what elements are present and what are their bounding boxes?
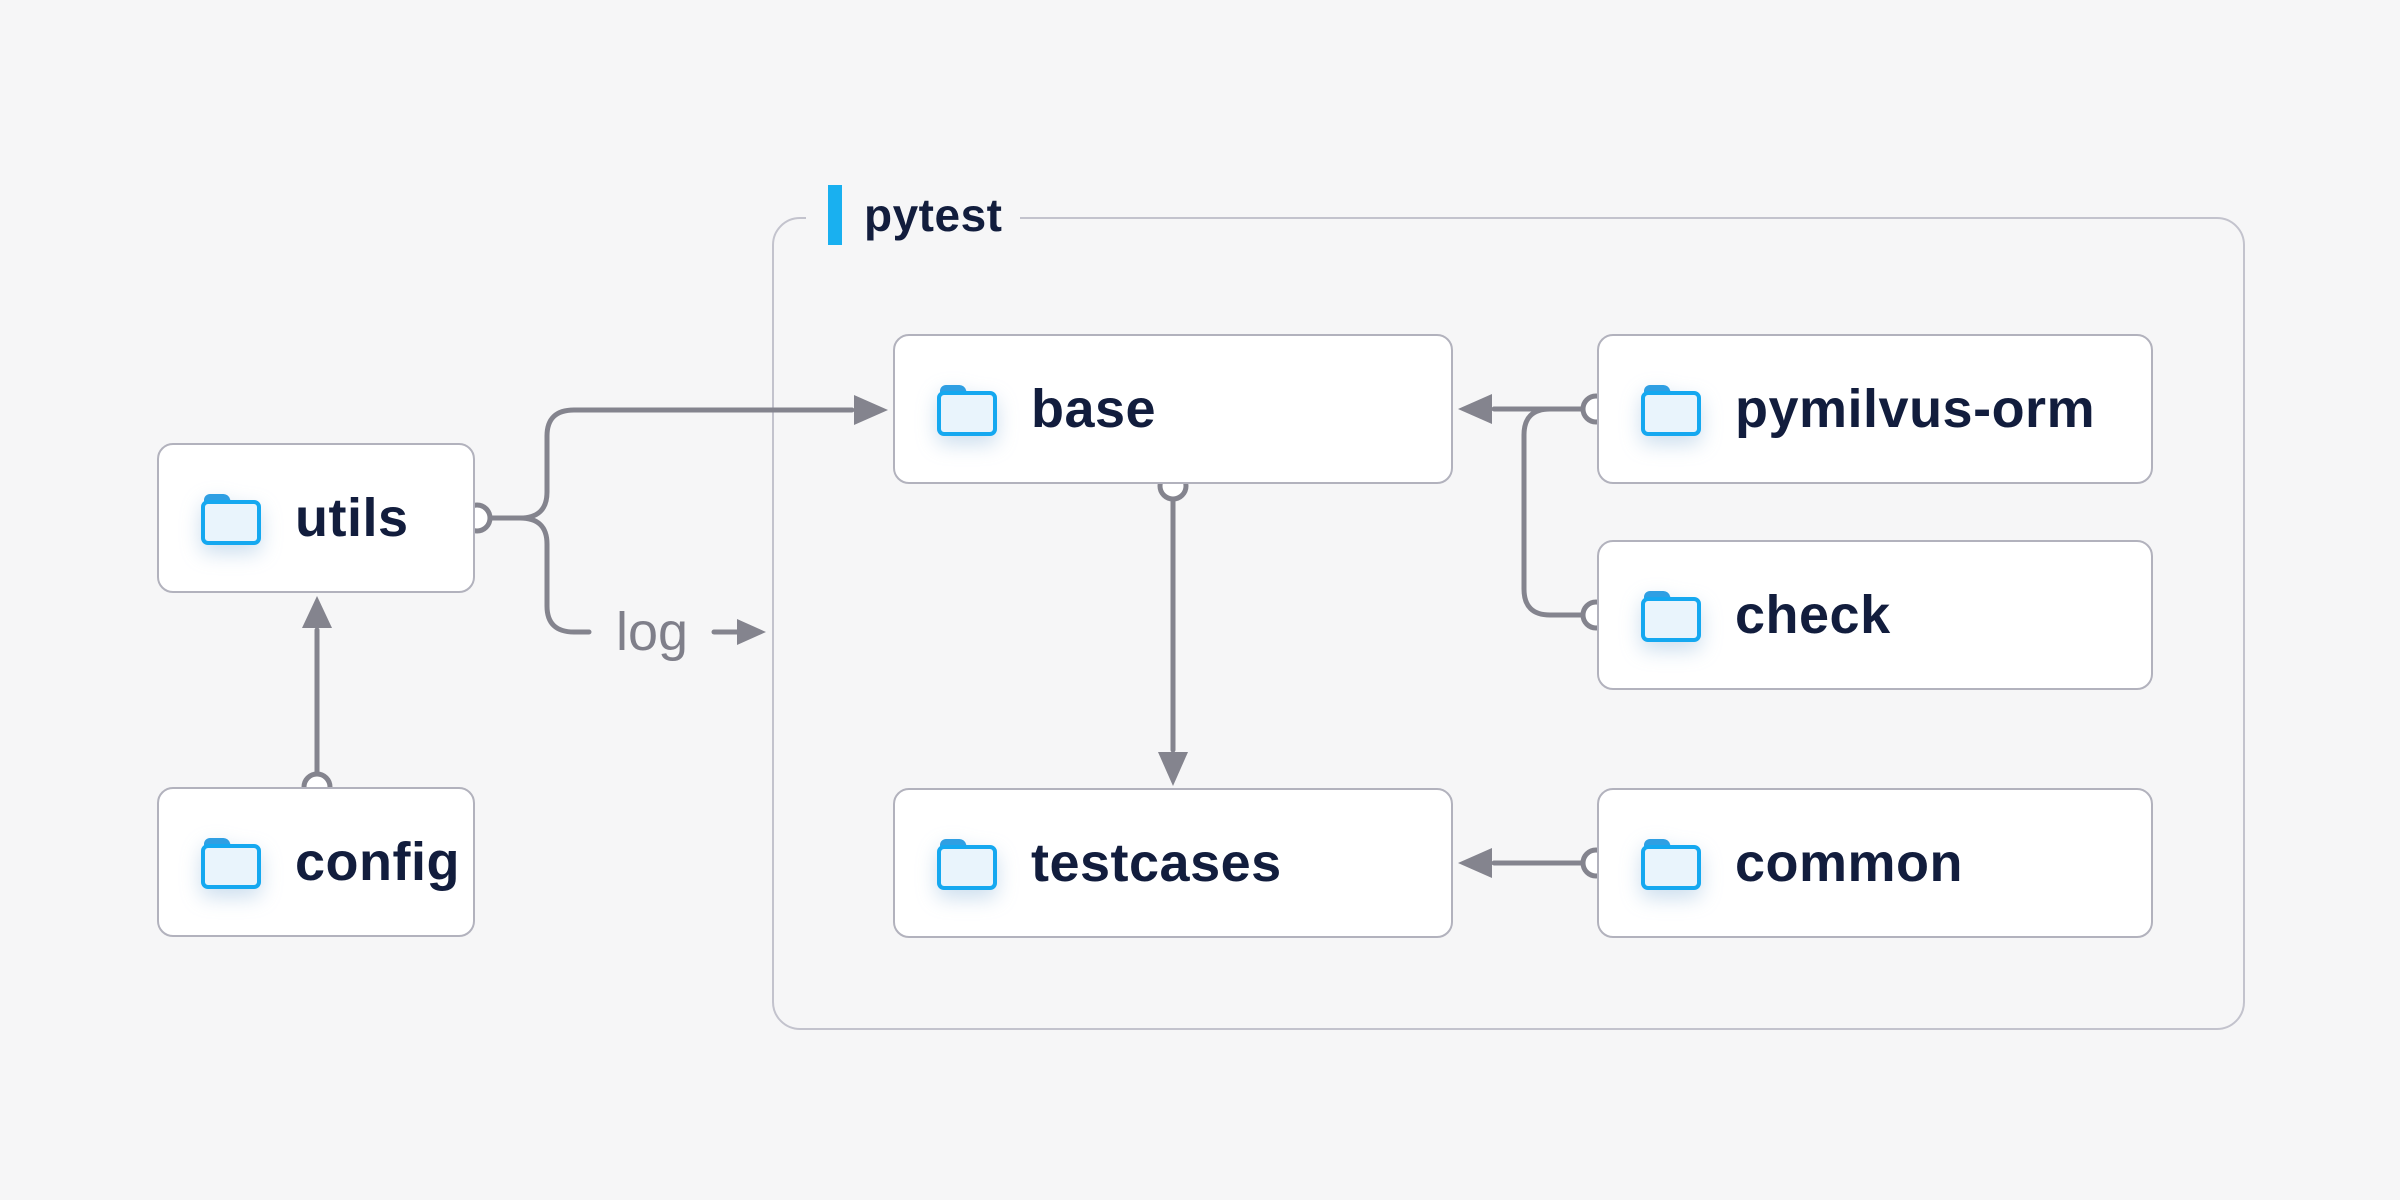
arrow-right-icon [737, 619, 766, 645]
folder-icon [201, 493, 261, 545]
edge-utils-base-line [488, 407, 855, 521]
log-edge-label: log [615, 602, 689, 662]
arrow-left-icon [1458, 848, 1492, 878]
edge-common-testcases [1458, 847, 1612, 879]
node-label: base [1031, 379, 1157, 439]
accent-bar-icon [828, 185, 842, 245]
node-testcases[interactable]: testcases [893, 788, 1453, 938]
arrow-up-icon [302, 596, 332, 628]
folder-icon [937, 384, 997, 436]
pytest-label-text: pytest [864, 189, 1003, 241]
node-label: testcases [1031, 833, 1282, 893]
node-label: utils [295, 488, 409, 548]
node-label: config [295, 832, 460, 892]
edge-utils-base [488, 395, 888, 521]
edge-utils-log-line [488, 515, 592, 635]
arrow-left-icon [1458, 394, 1492, 424]
folder-icon [937, 838, 997, 890]
node-base[interactable]: base [893, 334, 1453, 484]
folder-icon [1641, 590, 1701, 642]
edge-base-testcases [1157, 470, 1189, 786]
edge-config-utils [301, 596, 333, 803]
edge-check-base-line [1521, 406, 1585, 618]
folder-icon [1641, 838, 1701, 890]
node-pymilvus-orm[interactable]: pymilvus-orm [1597, 334, 2153, 484]
node-label: common [1735, 833, 1964, 893]
folder-icon [1641, 384, 1701, 436]
node-config[interactable]: config [157, 787, 475, 937]
folder-icon [201, 837, 261, 889]
pytest-container [772, 217, 2245, 1030]
edge-pymilvus-orm-base [1458, 393, 1612, 425]
arrow-right-icon [854, 395, 888, 425]
pytest-frame-label: pytest [806, 185, 1021, 245]
node-common[interactable]: common [1597, 788, 2153, 938]
arrow-down-icon [1158, 752, 1188, 786]
node-label: check [1735, 585, 1891, 645]
node-utils[interactable]: utils [157, 443, 475, 593]
node-label: pymilvus-orm [1735, 379, 2096, 439]
node-check[interactable]: check [1597, 540, 2153, 690]
